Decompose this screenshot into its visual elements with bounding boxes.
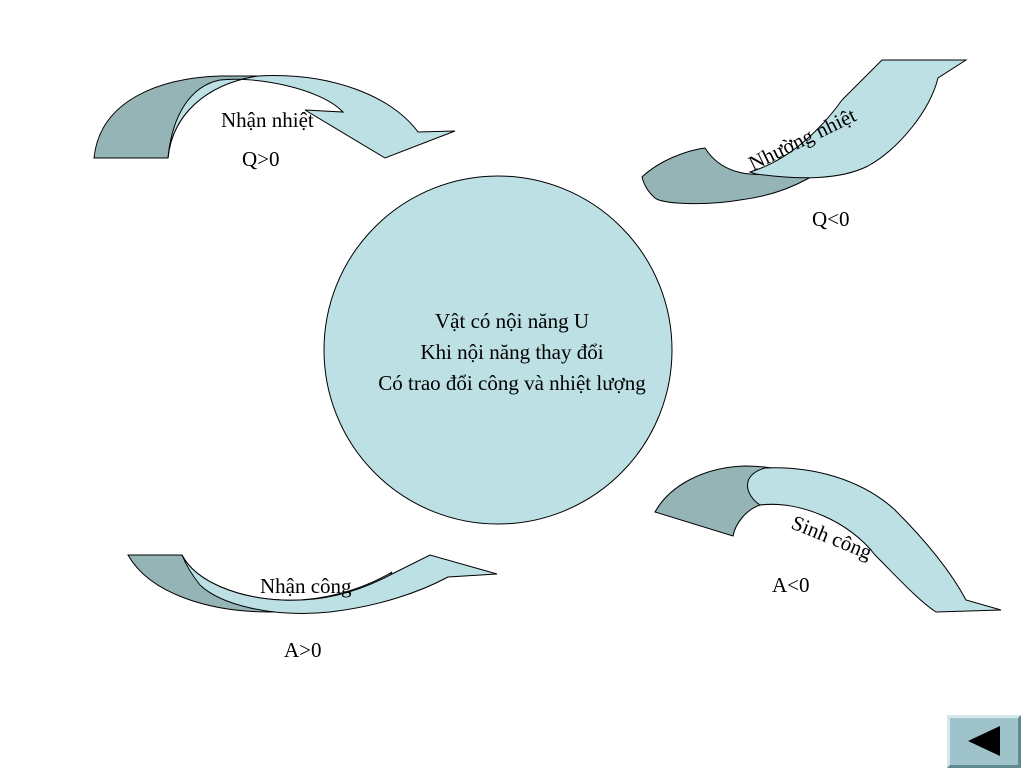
do-work-arrow-front <box>747 467 1002 613</box>
receive-heat-arrow <box>93 75 456 159</box>
receive-work-sign: A>0 <box>284 638 322 662</box>
circle-line-1: Vật có nội năng U <box>435 309 589 333</box>
internal-energy-circle <box>323 175 673 525</box>
receive-work-arrow-front <box>181 554 498 614</box>
release-heat-arrow-front <box>748 59 968 179</box>
release-heat-arrow <box>641 59 968 205</box>
do-work-sign: A<0 <box>772 573 810 597</box>
circle-line-3: Có trao đổi công và nhiệt lượng <box>378 371 646 395</box>
triangle-left-icon <box>968 726 1000 756</box>
receive-heat-arrow-front <box>167 75 456 159</box>
circle-line-2: Khi nội năng thay đổi <box>420 340 604 364</box>
release-heat-sign: Q<0 <box>812 207 850 231</box>
receive-work-arrow <box>127 554 498 614</box>
receive-heat-label: Nhận nhiệt <box>221 108 314 132</box>
receive-heat-sign: Q>0 <box>242 147 280 171</box>
circle-text: Vật có nội năng U Khi nội năng thay đổi … <box>330 306 694 399</box>
do-work-arrow <box>654 465 1002 613</box>
back-button[interactable] <box>947 715 1021 768</box>
receive-work-label: Nhận công <box>260 574 352 598</box>
